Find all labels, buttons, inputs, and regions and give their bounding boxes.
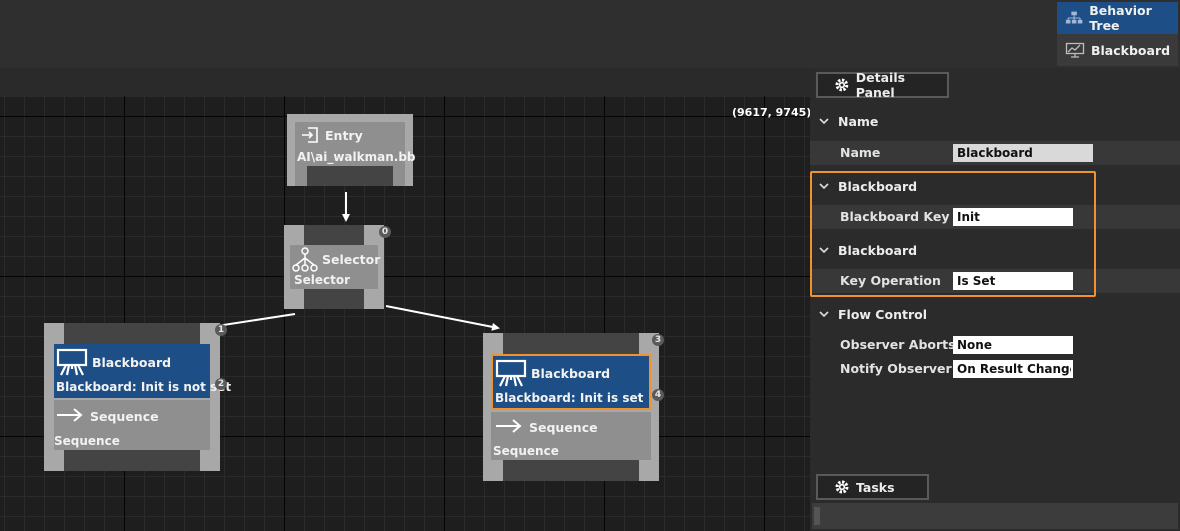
selector-index-badge: 0: [379, 226, 391, 238]
property-label-blackboard-key: Blackboard Key: [840, 209, 950, 224]
tasks-list-scroll-handle[interactable]: [814, 507, 820, 525]
right-sequence-title: Sequence: [529, 420, 598, 435]
tasks-tab-label: Tasks: [856, 479, 895, 495]
section-title-flow-control: Flow Control: [838, 306, 927, 322]
right-sequence-body: [491, 412, 651, 460]
section-header-flow-control[interactable]: Flow Control: [810, 302, 1180, 326]
selector-node-title: Selector: [322, 252, 381, 267]
property-row-key-operation: Key Operation: [810, 269, 1180, 293]
property-row-name: Name: [810, 141, 1180, 165]
right-decorator-index-badge: 4: [652, 389, 664, 401]
left-decorator-index-badge: 2: [215, 378, 227, 390]
top-toolbar: [0, 0, 1180, 68]
right-sequence-footer: [503, 460, 639, 481]
chevron-down-icon: [819, 118, 829, 125]
blackboard-key-field[interactable]: [953, 208, 1073, 226]
selector-node-header: [304, 225, 364, 245]
selector-node-subtitle: Selector: [294, 273, 351, 287]
right-sequence-subtitle: Sequence: [493, 444, 559, 458]
property-row-notify-observer: Notify Observer: [810, 357, 1180, 381]
sequence-arrow-icon: [496, 419, 522, 433]
left-decorator-subtitle: Blackboard: Init is not set: [56, 380, 232, 394]
left-sequence-subtitle: Sequence: [54, 434, 120, 448]
section-header-name[interactable]: Name: [810, 109, 1180, 133]
right-decorator-title: Blackboard: [531, 366, 611, 381]
chevron-down-icon: [819, 183, 829, 190]
behavior-tree-mode-button[interactable]: Behavior Tree: [1057, 2, 1178, 34]
property-label-name: Name: [840, 145, 881, 160]
left-sequence-index-badge: 1: [215, 324, 227, 336]
right-sequence-index-badge: 3: [652, 334, 664, 346]
blackboard-mode-label: Blackboard: [1091, 42, 1171, 58]
right-decorator-subtitle: Blackboard: Init is set: [495, 391, 644, 405]
property-label-observer-aborts: Observer Aborts: [840, 337, 956, 352]
tasks-tab[interactable]: Tasks: [816, 474, 929, 500]
left-sequence-node[interactable]: Blackboard Blackboard: Init is not set S…: [44, 323, 231, 471]
chevron-down-icon: [819, 247, 829, 254]
left-sequence-header: [64, 323, 200, 344]
observer-aborts-field[interactable]: [953, 336, 1073, 354]
details-panel-tab-label: Details Panel: [855, 70, 906, 100]
chart-board-icon: [1065, 42, 1085, 58]
right-sequence-header: [503, 333, 639, 354]
details-panel-tab[interactable]: Details Panel: [816, 70, 949, 100]
entry-node[interactable]: Entry AI\ai_walkman.bb: [287, 114, 416, 186]
selector-node-body: [290, 245, 378, 289]
selector-node[interactable]: Selector Selector: [284, 225, 384, 309]
section-header-blackboard-operation[interactable]: Blackboard: [810, 238, 1180, 262]
section-title-blackboard-operation: Blackboard: [838, 242, 918, 258]
property-label-key-operation: Key Operation: [840, 273, 941, 288]
behavior-tree-mode-label: Behavior Tree: [1089, 3, 1152, 33]
notify-observer-field[interactable]: [953, 360, 1073, 378]
hierarchy-icon: [1065, 11, 1083, 24]
left-decorator-title: Blackboard: [92, 355, 172, 370]
entry-icon: [302, 127, 318, 143]
left-sequence-footer: [64, 450, 200, 471]
property-label-notify-observer: Notify Observer: [840, 361, 952, 376]
gear-icon: [835, 480, 849, 494]
chevron-down-icon: [819, 311, 829, 318]
edge-selector-right-sequence: [385, 305, 500, 331]
blackboard-easel-icon: [495, 359, 527, 387]
left-sequence-title: Sequence: [90, 409, 159, 424]
entry-node-title: Entry: [325, 128, 363, 143]
blackboard-mode-button[interactable]: Blackboard: [1057, 34, 1178, 66]
canvas-header-strip: [0, 68, 810, 96]
blackboard-easel-icon: [56, 348, 88, 376]
entry-node-subtitle: AI\ai_walkman.bb: [297, 150, 416, 164]
details-panel: [810, 68, 1180, 531]
sequence-arrow-icon: [57, 408, 83, 422]
entry-node-footer: [307, 166, 393, 186]
tasks-list[interactable]: [812, 503, 1178, 529]
key-operation-field[interactable]: [953, 272, 1073, 290]
right-decorator-block-selected[interactable]: [491, 354, 651, 410]
name-field[interactable]: [953, 144, 1093, 162]
selector-node-footer: [304, 289, 364, 309]
section-title-blackboard-key: Blackboard: [838, 178, 918, 194]
section-title-name: Name: [838, 113, 879, 129]
gear-icon: [835, 78, 849, 92]
right-sequence-node[interactable]: Blackboard Blackboard: Init is set Seque…: [483, 333, 659, 481]
property-row-blackboard-key: Blackboard Key: [810, 205, 1180, 229]
section-header-blackboard-key[interactable]: Blackboard: [810, 174, 1180, 198]
canvas-coordinates: (9617, 9745): [732, 106, 812, 119]
left-sequence-body: [54, 400, 210, 450]
property-row-observer-aborts: Observer Aborts: [810, 333, 1180, 357]
selector-branch-icon: [292, 247, 318, 272]
